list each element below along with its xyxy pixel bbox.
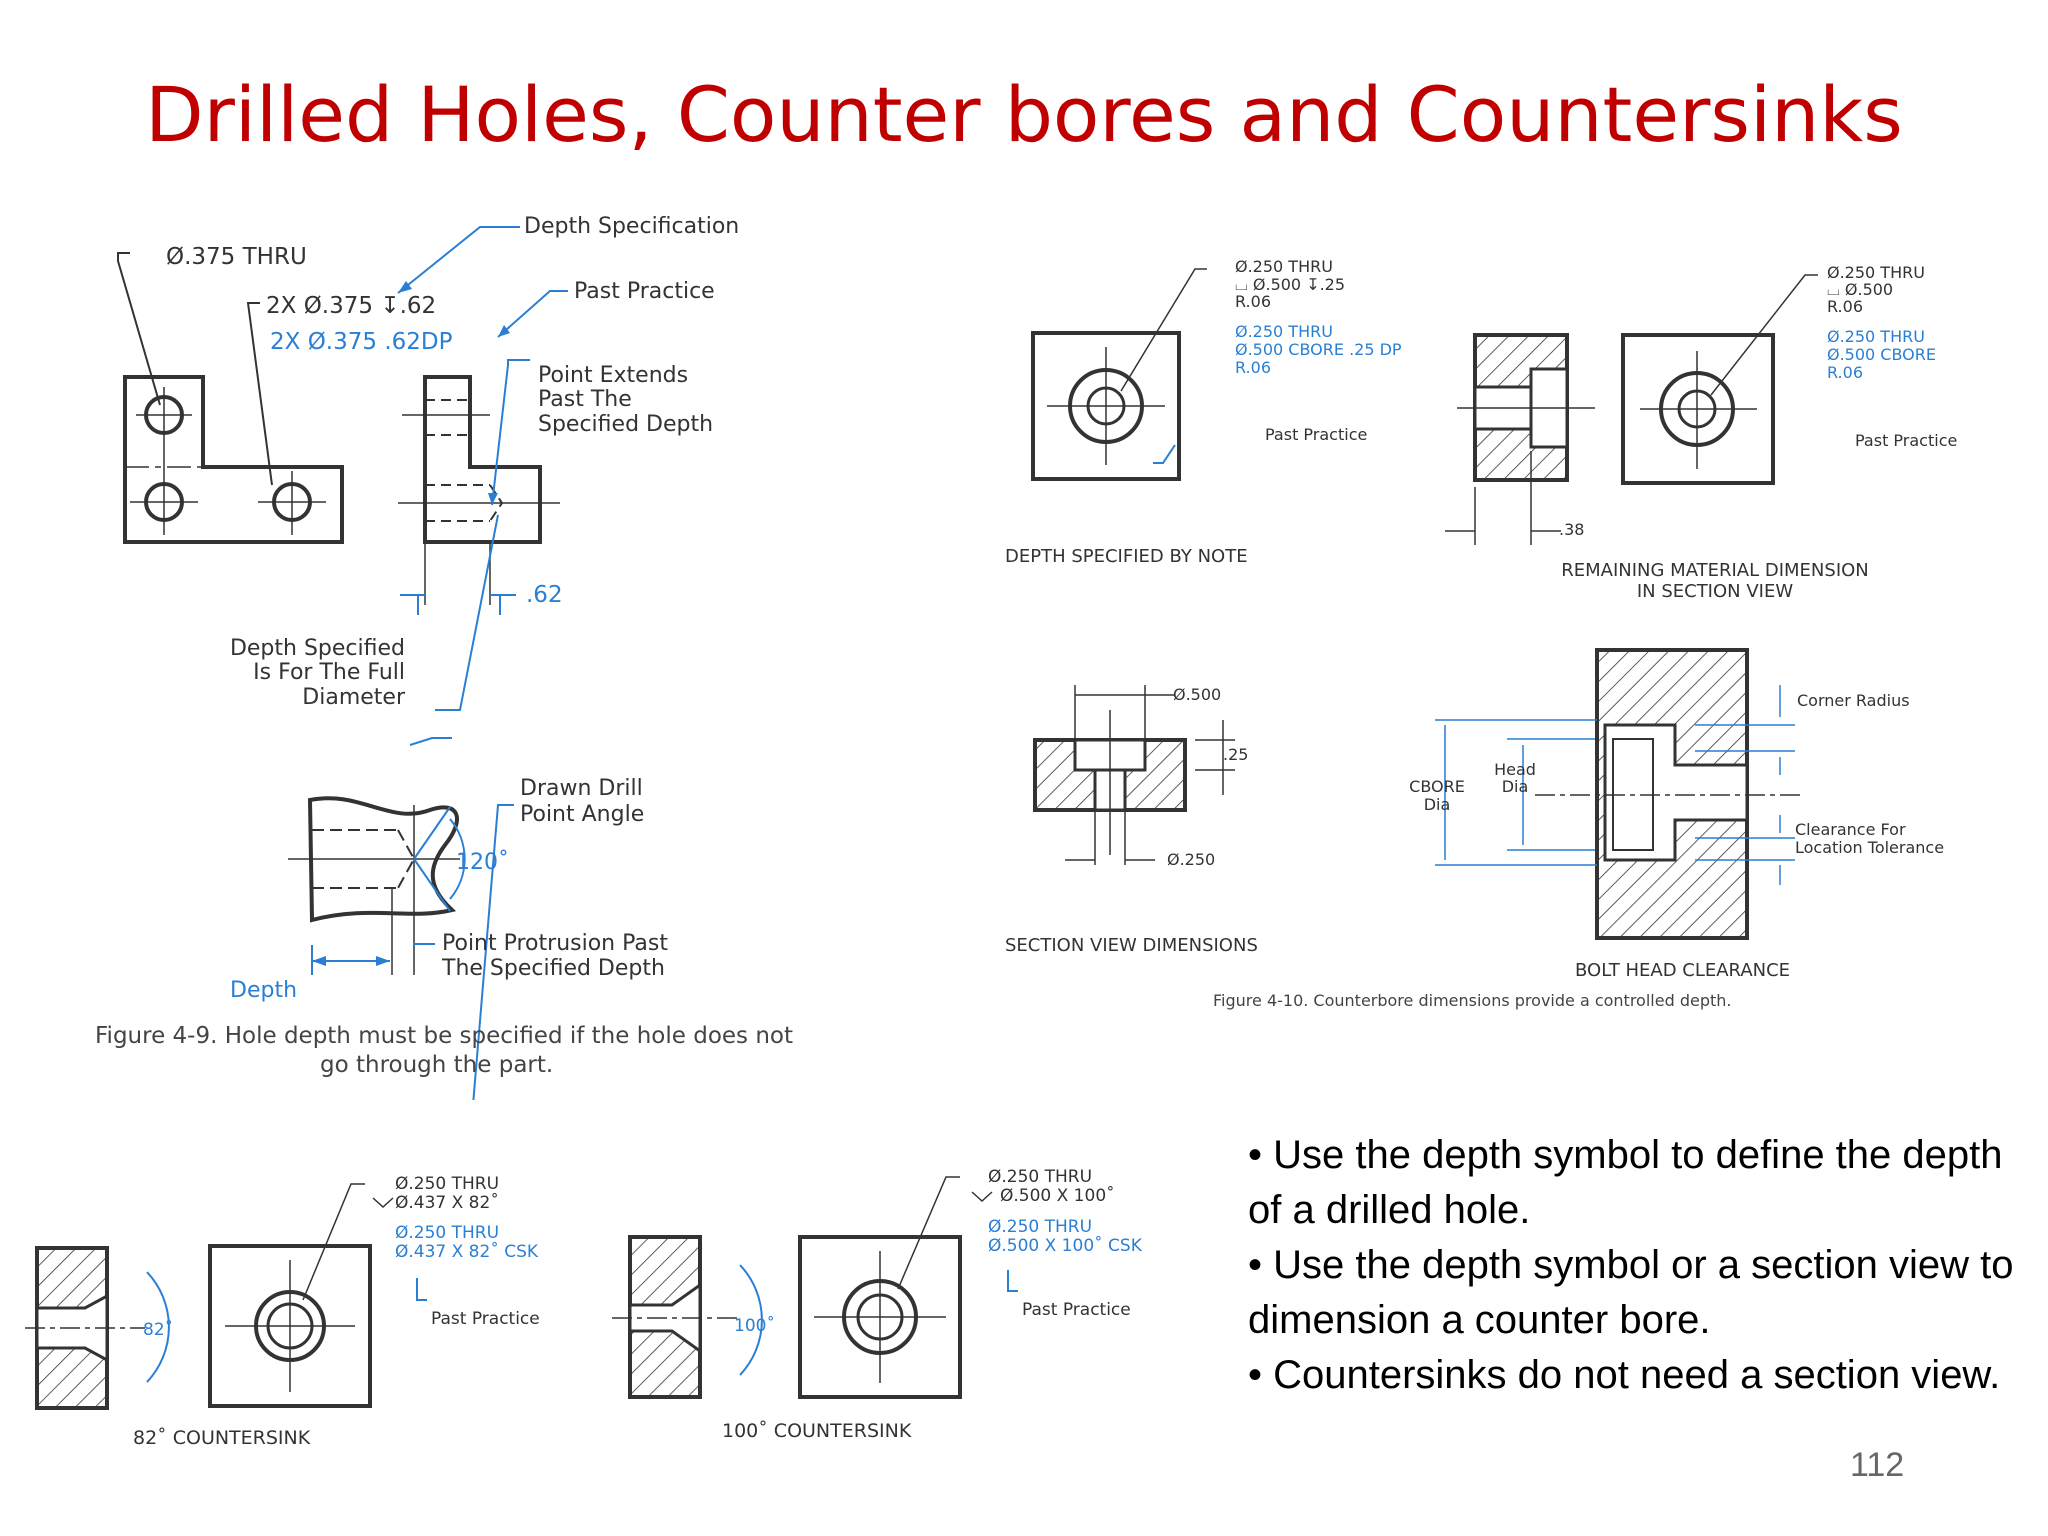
drawn-drill-line: Point Angle [520,802,644,827]
cbore-dia-label: CBORE [1409,777,1465,796]
rem-note-line: R.06 [1827,297,1863,316]
angle-120: 120˚ [456,850,509,875]
thru-note: Ø.375 THRU [166,244,307,270]
bolt-caption: BOLT HEAD CLEARANCE [1575,960,1790,981]
figure-4-10-caption: Figure 4-10. Counterbore dimensions prov… [1213,991,1731,1010]
csk82-note: Ø.437 X 82˚ [395,1192,499,1213]
depth-full-line: Diameter [302,685,406,710]
rem-caption: IN SECTION VIEW [1637,581,1794,602]
dsn-caption: DEPTH SPECIFIED BY NOTE [1005,546,1248,567]
past-practice-label: Past Practice [1265,425,1367,444]
svd-250: Ø.250 [1167,850,1215,869]
svd-caption: SECTION VIEW DIMENSIONS [1005,935,1258,956]
dsn-old-line: R.06 [1235,358,1271,377]
slide-title: Drilled Holes, Counter bores and Counter… [145,70,1903,159]
dsn-note-line: ⌴ Ø.500 ↧.25 [1235,275,1345,294]
rem-note-line: ⌴ Ø.500 [1827,280,1893,299]
dsn-note-line: Ø.250 THRU [1235,257,1333,276]
rem-caption: REMAINING MATERIAL DIMENSION [1561,560,1869,581]
rem-old-line: Ø.250 THRU [1827,327,1925,346]
point-extends-line: Point Extends [538,363,688,388]
past-practice-label: Past Practice [1855,431,1957,450]
bullet-item: • Use the depth symbol or a section view… [1248,1243,2014,1342]
svd-500: Ø.500 [1173,685,1221,704]
bullet-item: • Use the depth symbol to define the dep… [1248,1133,2003,1232]
figure-4-9: Ø.375 THRU Depth Specification 2X Ø.375 … [95,214,793,1100]
dim-38: .38 [1559,520,1584,539]
bullet-item: • Countersinks do not need a section vie… [1248,1353,2001,1397]
csk82-caption: 82˚ COUNTERSINK [133,1427,311,1449]
point-extends-line: Specified Depth [538,412,713,437]
corner-radius-label: Corner Radius [1797,691,1910,710]
figure-4-9-caption: Figure 4-9. Hole depth must be specified… [95,1023,793,1049]
head-dia-label: Head [1494,760,1536,779]
csk100-note: Ø.250 THRU [988,1167,1092,1187]
angle-100: 100˚ [734,1315,775,1336]
depth-spec-label: Depth Specification [524,214,739,239]
figure-4-10: Ø.250 THRU ⌴ Ø.500 ↧.25 R.06 Ø.250 THRU … [1005,257,1957,1010]
protrusion-line: Point Protrusion Past [442,931,668,956]
past-practice-label: Past Practice [431,1309,540,1329]
bullet-list: • Use the depth symbol to define the dep… [1248,1128,2038,1403]
point-extends-line: Past The [538,387,632,412]
head-dia-label: Dia [1502,777,1529,796]
clearance-label: Clearance For [1795,820,1906,839]
csk100-old: Ø.250 THRU [988,1217,1092,1237]
note-2x-old: 2X Ø.375 .62DP [270,329,453,355]
past-practice-label: Past Practice [574,279,715,304]
csk82-note: Ø.250 THRU [395,1174,499,1194]
csk100-caption: 100˚ COUNTERSINK [722,1420,912,1442]
rem-old-line: Ø.500 CBORE [1827,345,1936,364]
angle-82: 82˚ [143,1319,173,1340]
past-practice-label: Past Practice [1022,1300,1131,1320]
note-2x: 2X Ø.375 ↧.62 [266,293,436,319]
dim-62: .62 [526,582,563,608]
countersink-100-figure: Ø.250 THRU Ø.500 X 100˚ Ø.250 THRU Ø.500… [612,1167,1143,1442]
dsn-old-line: Ø.500 CBORE .25 DP [1235,340,1402,359]
cbore-dia-label: Dia [1424,795,1451,814]
l-bracket-side-view [423,375,542,544]
depth-full-line: Is For The Full [253,660,405,685]
csk82-old: Ø.250 THRU [395,1223,499,1243]
clearance-label: Location Tolerance [1795,838,1944,857]
cbore-top-view [1031,331,1181,481]
countersink-82-figure: Ø.250 THRU Ø.437 X 82˚ Ø.250 THRU Ø.437 … [25,1174,540,1449]
svd-25: .25 [1223,745,1248,764]
drawn-drill-line: Drawn Drill [520,776,643,801]
rem-old-line: R.06 [1827,363,1863,382]
csk82-old: Ø.437 X 82˚ CSK [395,1241,539,1262]
protrusion-line: The Specified Depth [441,956,665,981]
dsn-note-line: R.06 [1235,292,1271,311]
csk100-note: Ø.500 X 100˚ [1000,1185,1115,1206]
drill-body [307,796,459,923]
figure-4-9-caption: go through the part. [320,1052,553,1078]
csk100-old: Ø.500 X 100˚ CSK [988,1235,1143,1256]
page-number: 112 [1850,1446,1905,1484]
cbore-top-view-2 [1621,333,1775,485]
rem-note-line: Ø.250 THRU [1827,263,1925,282]
dsn-old-line: Ø.250 THRU [1235,322,1333,341]
depth-label: Depth [230,978,297,1003]
depth-full-line: Depth Specified [230,636,405,661]
